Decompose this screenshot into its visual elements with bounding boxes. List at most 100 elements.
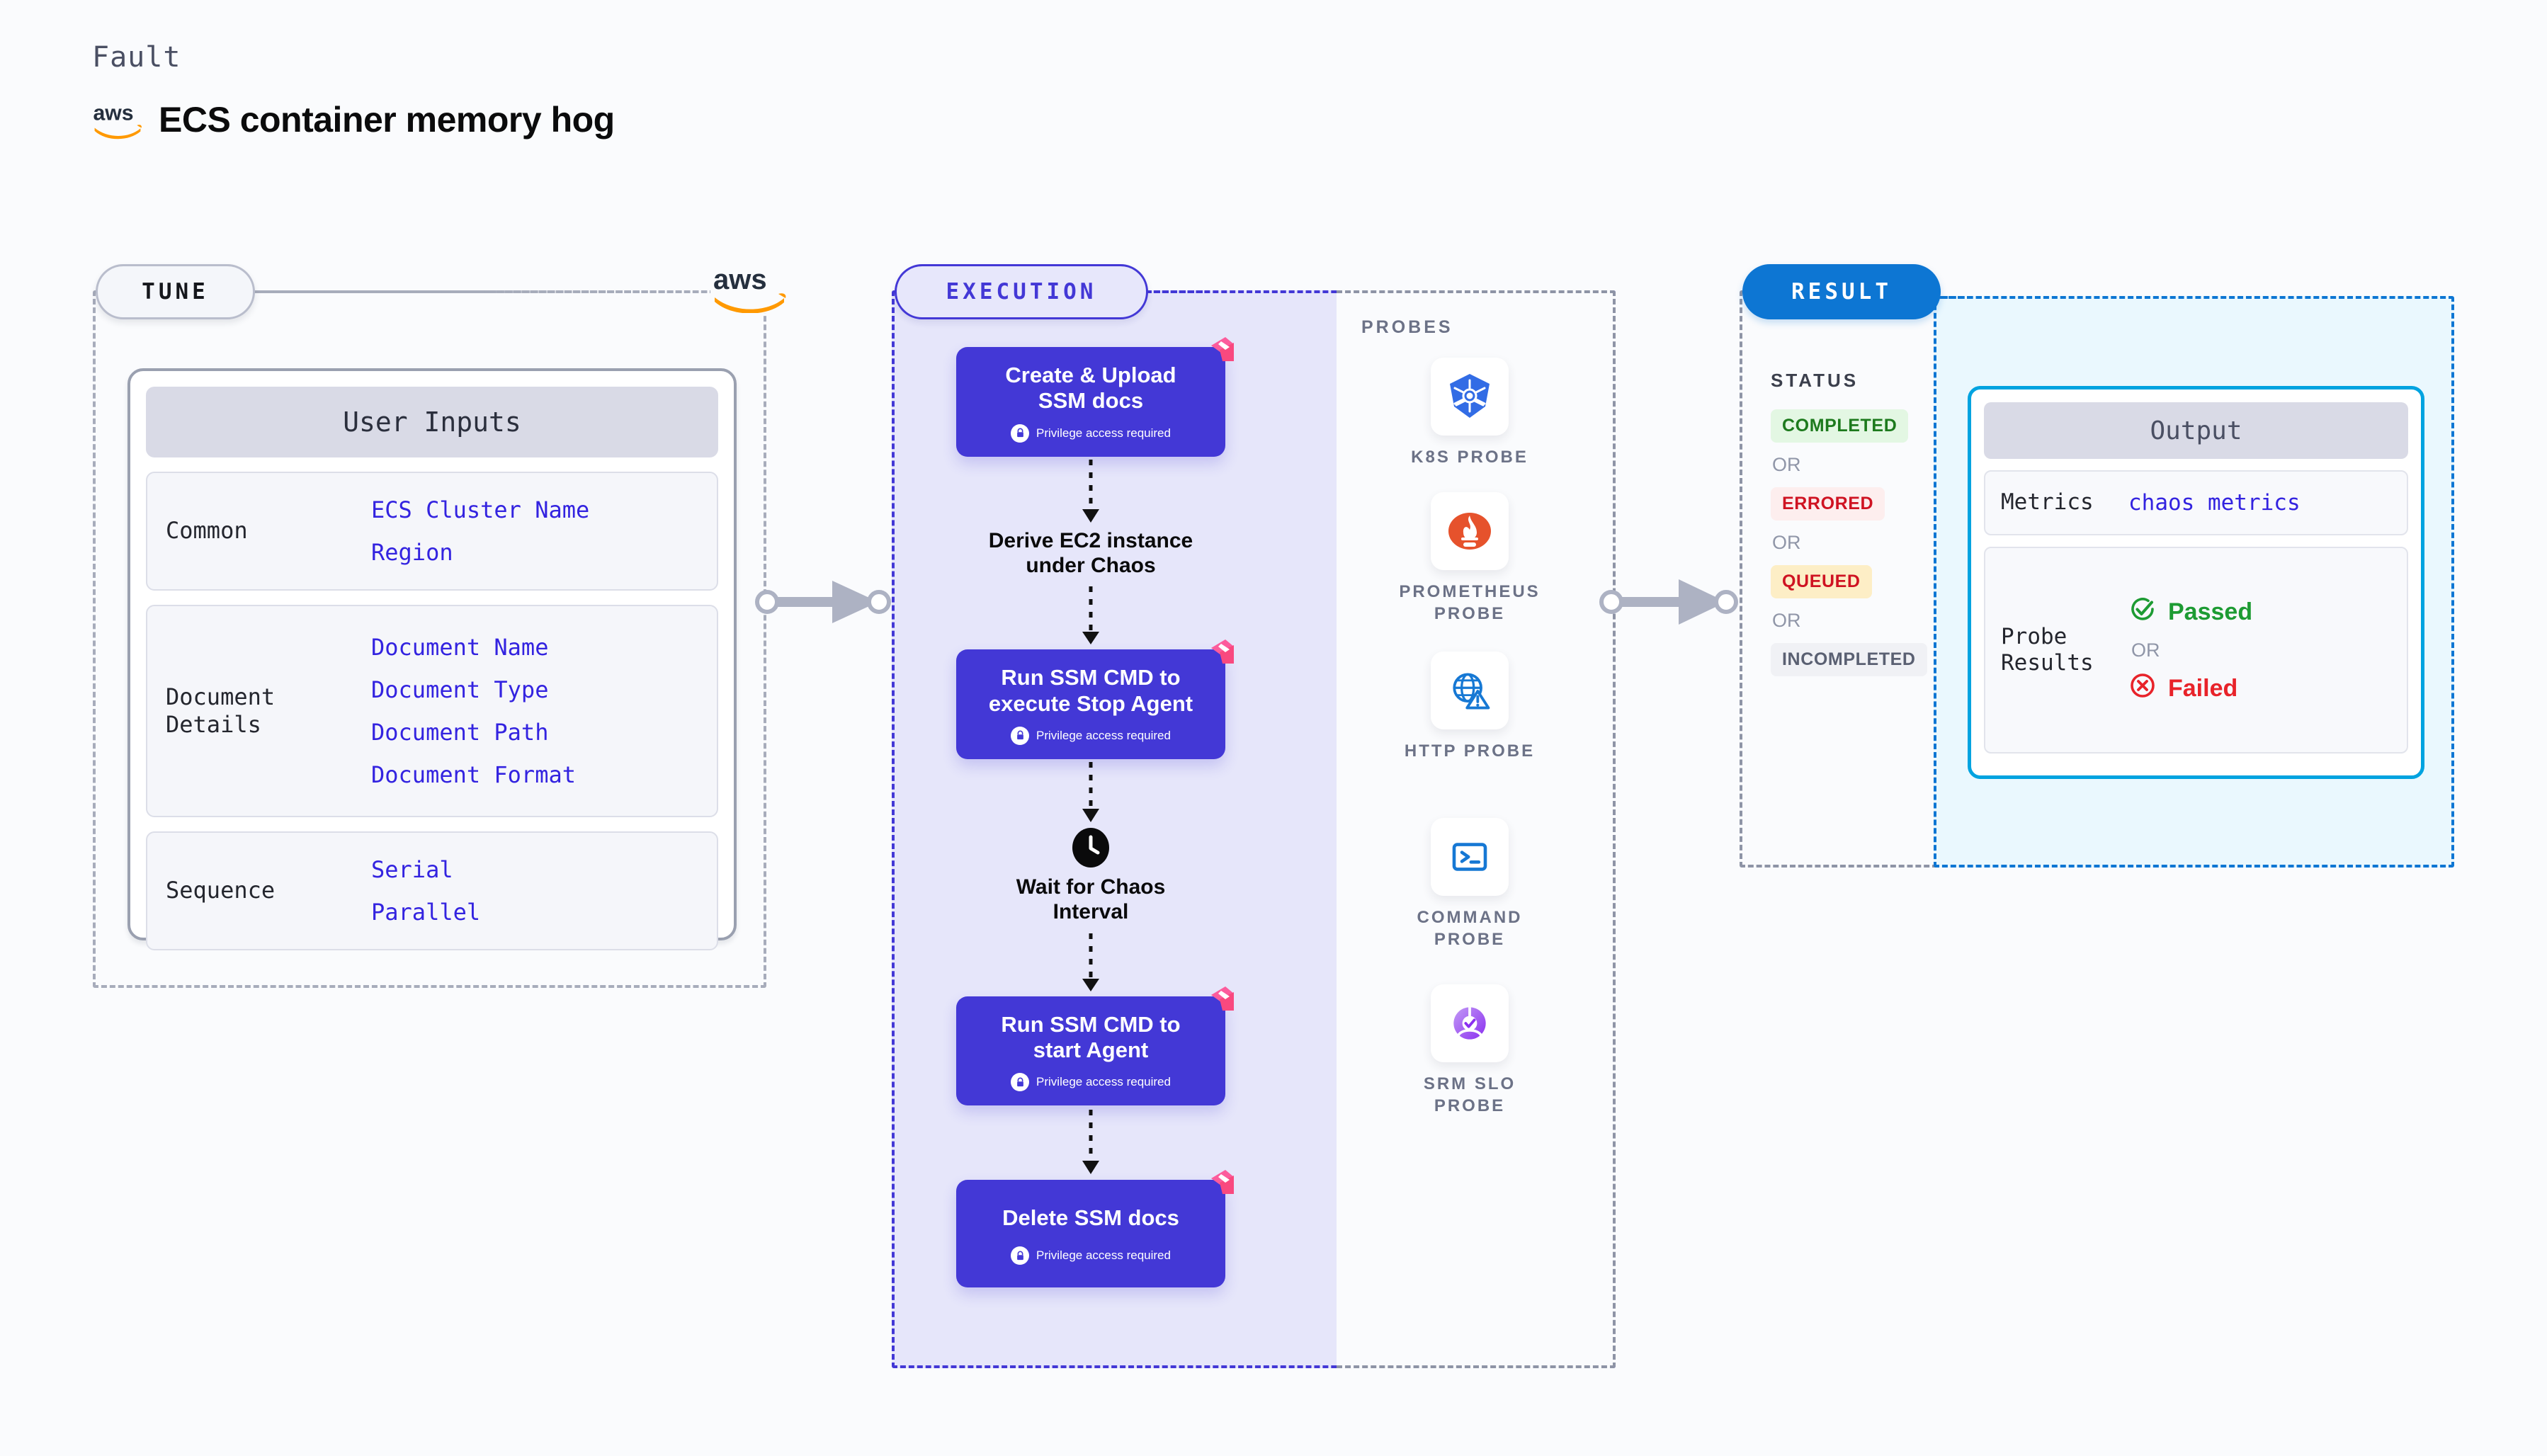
tune-group-label-line2: Details (166, 711, 261, 738)
output-group-metrics: Metrics chaos metrics (1984, 470, 2408, 535)
status-or-label: OR (1772, 610, 1801, 631)
flow-arrow (1082, 761, 1099, 822)
probe-label-line1: SRM SLO (1423, 1074, 1516, 1093)
flow-node-privilege-note: Privilege access required (968, 423, 1214, 443)
aws-logo-icon: aws (710, 262, 788, 314)
tune-input-region[interactable]: Region (371, 539, 453, 566)
litmus-icon (1204, 334, 1237, 364)
flow-arrow (1082, 933, 1099, 991)
status-badge-queued: QUEUED (1771, 565, 1872, 598)
status-badge-errored: ERRORED (1771, 487, 1885, 521)
flow-arrow (1082, 1110, 1099, 1175)
tune-group-sequence: Sequence Serial Parallel (146, 831, 718, 950)
tune-input-document-format[interactable]: Document Format (371, 761, 576, 788)
lock-icon (1011, 1246, 1030, 1266)
probe-item-http[interactable]: HTTP PROBE (1385, 652, 1555, 763)
tune-group-label: Common (166, 517, 248, 545)
tune-input-document-name[interactable]: Document Name (371, 634, 549, 661)
privilege-note-label: Privilege access required (1036, 1075, 1171, 1089)
stage-pill-execution-label: EXECUTION (946, 279, 1097, 305)
flow-node-title-line1: Delete SSM docs (1002, 1205, 1179, 1231)
litmus-icon (1204, 984, 1237, 1013)
title-row: aws ECS container memory hog (92, 99, 615, 140)
flow-node-create-upload-ssm-docs[interactable]: Create & Upload SSM docs Privilege acces… (956, 337, 1234, 457)
svg-text:aws: aws (93, 102, 133, 125)
tune-group-common: Common ECS Cluster Name Region (146, 472, 718, 591)
probes-section-label: PROBES (1361, 317, 1453, 337)
tune-input-serial[interactable]: Serial (371, 856, 453, 883)
tune-group-label: Sequence (166, 877, 276, 904)
flow-node-title-line1: Run SSM CMD to (1001, 665, 1181, 690)
output-metrics-value[interactable]: chaos metrics (2128, 490, 2301, 516)
probe-label: HTTP PROBE (1385, 741, 1555, 763)
x-circle-icon (2128, 671, 2157, 706)
tune-input-document-path[interactable]: Document Path (371, 719, 549, 746)
flow-node-run-ssm-cmd-stop-agent[interactable]: Run SSM CMD to execute Stop Agent Privil… (956, 639, 1234, 759)
stage-pill-result-label: RESULT (1791, 279, 1892, 305)
output-title: Output (1984, 402, 2408, 459)
flow-node-wait-for-chaos-interval: Wait for Chaos Interval (956, 827, 1225, 925)
flow-node-run-ssm-cmd-start-agent[interactable]: Run SSM CMD to start Agent Privilege acc… (956, 986, 1234, 1106)
status-badge-completed: COMPLETED (1771, 409, 1909, 443)
tune-input-ecs-cluster-name[interactable]: ECS Cluster Name (371, 496, 590, 523)
tune-connector-line (256, 290, 724, 293)
terminal-icon (1431, 818, 1509, 896)
probe-label: PROMETHEUS PROBE (1385, 581, 1555, 625)
flow-node-derive-ec2-instance: Derive EC2 instance under Chaos (956, 528, 1225, 579)
probe-item-prometheus[interactable]: PROMETHEUS PROBE (1385, 492, 1555, 625)
tune-input-document-type[interactable]: Document Type (371, 676, 549, 703)
probe-label: COMMAND PROBE (1385, 907, 1555, 950)
flow-node-privilege-note: Privilege access required (968, 1073, 1214, 1092)
probe-label-line2: PROBE (1434, 1096, 1506, 1115)
flow-arrow (1082, 586, 1099, 645)
execution-connector-line (1146, 290, 1203, 293)
probe-label-line1: COMMAND (1417, 908, 1523, 927)
srm-slo-icon (1431, 984, 1509, 1062)
flow-node-title-line2: SSM docs (1038, 388, 1144, 414)
probe-label: SRM SLO PROBE (1385, 1074, 1555, 1117)
probe-results-label-line1: Probe (2001, 623, 2067, 649)
flow-node-title-line2: start Agent (1033, 1037, 1149, 1062)
kubernetes-icon (1431, 358, 1509, 436)
privilege-note-label: Privilege access required (1036, 728, 1171, 742)
probe-result-passed: Passed (2128, 595, 2252, 630)
execution-flow: Create & Upload SSM docs Privilege acces… (956, 337, 1234, 1288)
flow-node-delete-ssm-docs[interactable]: Delete SSM docs Privilege access require… (956, 1170, 1234, 1288)
status-or-label: OR (1772, 532, 1801, 553)
connector-execution-to-result (1599, 579, 1738, 625)
clock-icon (1071, 827, 1111, 868)
privilege-note-label: Privilege access required (1036, 426, 1171, 440)
tune-group-label-line1: Document (166, 683, 276, 710)
status-or-label: OR (1772, 454, 1801, 475)
status-list: COMPLETED OR ERRORED OR QUEUED OR INCOMP… (1771, 409, 1927, 676)
status-section-label: STATUS (1771, 370, 1859, 391)
stage-pill-tune-label: TUNE (142, 279, 209, 305)
privilege-note-label: Privilege access required (1036, 1249, 1171, 1263)
probe-item-k8s[interactable]: K8S PROBE (1385, 358, 1555, 469)
stage-pill-result[interactable]: RESULT (1742, 264, 1941, 319)
probe-label-line2: PROBE (1434, 929, 1506, 949)
svg-text:aws: aws (713, 264, 767, 295)
stage-pill-execution[interactable]: EXECUTION (895, 264, 1148, 319)
fault-eyebrow: Fault (92, 41, 181, 74)
lock-icon (1011, 726, 1030, 745)
probe-result-failed: Failed (2128, 671, 2252, 706)
flow-node-title-line1: Run SSM CMD to (1001, 1011, 1181, 1037)
tune-group-document-details: Document Details Document Name Document … (146, 605, 718, 817)
probe-label-line1: K8S PROBE (1411, 448, 1528, 467)
output-card: Output Metrics chaos metrics Probe Resul… (1968, 386, 2424, 779)
flow-node-title-line1: Create & Upload (1005, 363, 1176, 387)
page-header: Fault aws ECS container memory hog (92, 41, 615, 140)
connector-tune-to-execution (755, 581, 891, 623)
flow-node-title-line1: Derive EC2 instance (988, 528, 1193, 552)
probe-item-command[interactable]: COMMAND PROBE (1385, 818, 1555, 950)
flow-node-privilege-note: Privilege access required (968, 1246, 1214, 1266)
probe-item-srm-slo[interactable]: SRM SLO PROBE (1385, 984, 1555, 1117)
flow-arrow (1082, 459, 1099, 523)
result-connector-line (1939, 296, 1982, 299)
tune-input-parallel[interactable]: Parallel (371, 899, 481, 926)
stage-pill-tune[interactable]: TUNE (96, 264, 255, 319)
output-group-probe-results: Probe Results Passed OR (1984, 547, 2408, 753)
user-inputs-card: User Inputs Common ECS Cluster Name Regi… (127, 368, 737, 950)
output-metrics-label: Metrics (2001, 489, 2094, 516)
